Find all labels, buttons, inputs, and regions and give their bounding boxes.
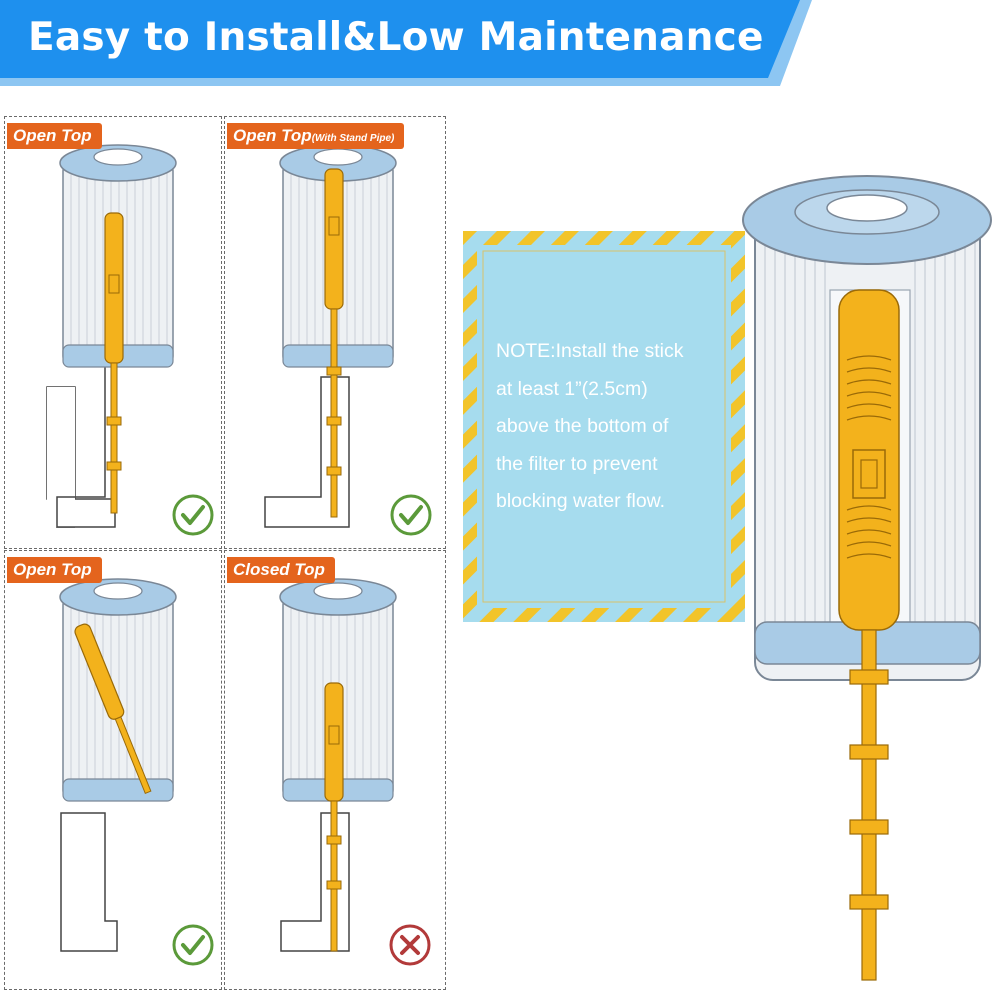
install-panel-closed-top: Closed Top [224, 550, 446, 990]
filter-illustration [264, 144, 397, 528]
page-title: Easy to Install&Low Maintenance [28, 15, 764, 60]
install-note: NOTE:Install the stick at least 1”(2.5cm… [496, 340, 684, 512]
install-panel-open-top-stand-pipe: Open Top(With Stand Pipe) [224, 116, 446, 549]
install-panel-open-top: Open Top [4, 116, 222, 549]
check-circle-icon [390, 494, 432, 536]
check-circle-icon [172, 494, 214, 536]
panel-label: Open Top(With Stand Pipe) [227, 123, 405, 149]
filter-illustration [59, 578, 177, 952]
filter-illustration [46, 144, 177, 528]
banner-shape [0, 0, 812, 86]
filter-illustration [279, 578, 397, 952]
header-banner: Easy to Install&Low Maintenance [0, 0, 1000, 86]
large-filter-illustration [742, 175, 992, 981]
install-panel-open-top-tilted: Open Top [4, 550, 222, 990]
panel-label: Closed Top [227, 557, 335, 583]
note-box [463, 231, 745, 622]
note-frame [463, 231, 745, 622]
cross-circle-icon [389, 924, 431, 966]
panel-label: Open Top [7, 123, 102, 149]
panel-label: Open Top [7, 557, 102, 583]
check-circle-icon [172, 924, 214, 966]
